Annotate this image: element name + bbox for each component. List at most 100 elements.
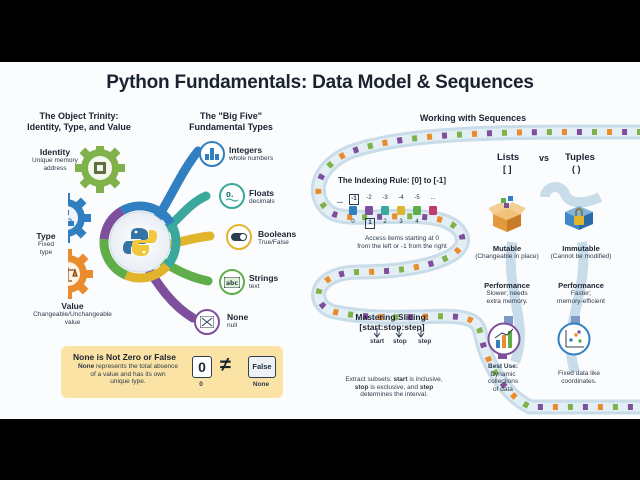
best-use-label: Best Use: xyxy=(488,363,518,370)
trinity-heading: The Object Trinity: Identity, Type, and … xyxy=(20,111,138,133)
zero-caption: 0 xyxy=(199,381,203,388)
immutable-label: Immutable xyxy=(562,244,600,253)
big-five-heading-line1: The "Big Five" xyxy=(199,111,263,121)
value-desc-line1: Changeable/Unchangeable xyxy=(33,311,112,318)
pos-index-0: 0 xyxy=(351,219,355,225)
value-desc-line2: value xyxy=(64,318,81,326)
tuples-best-use: Fixed data like coordinates. xyxy=(549,370,609,385)
page-title: Python Fundamentals: Data Model & Sequen… xyxy=(106,72,534,93)
integers-icon xyxy=(199,141,225,167)
pos-index-4: 4 xyxy=(415,219,419,225)
type-gear-icon xyxy=(68,193,91,243)
trinity-gears-and-python-hub xyxy=(68,146,215,323)
best-use-line3: of data xyxy=(493,385,513,393)
none-desc: null xyxy=(227,322,238,329)
lists-performance-label: Performance xyxy=(484,281,530,290)
identity-desc-line1: Unique memory xyxy=(32,157,78,164)
mutable-label: Mutable xyxy=(492,244,522,253)
zero-box: 0 xyxy=(192,356,212,378)
false-box: False xyxy=(248,356,276,378)
indexing-desc-line2: from the left or -1 from the right xyxy=(357,242,447,250)
type-label: Type xyxy=(36,231,56,241)
slicing-title: Mastering Slicing: [start:stop:step] xyxy=(346,312,438,332)
value-gear-icon xyxy=(68,249,93,299)
pos-index-1: 1 xyxy=(365,218,375,229)
booleans-desc: True/False xyxy=(258,239,289,246)
identity-label: Identity xyxy=(39,147,71,157)
indexing-ellipsis: ... xyxy=(337,198,343,205)
note-body: None represents the total absence of a v… xyxy=(69,363,187,386)
trinity-heading-line2: Identity, Type, and Value xyxy=(27,122,131,132)
not-equal-sign: ≠ xyxy=(220,354,231,376)
tuples-perf-line1: Faster; xyxy=(570,290,592,297)
note-title: None is Not Zero or False xyxy=(73,352,176,362)
tuples-perf-line2: memory-efficient xyxy=(557,297,605,305)
mutable-desc: (Changeable in place) xyxy=(475,253,539,260)
lists-heading: Lists xyxy=(497,152,520,163)
slicing-desc-2b: is exclusive, and xyxy=(368,383,420,391)
note-body-line2: of a value and has its own xyxy=(90,370,166,378)
floats-label: Floats xyxy=(249,188,275,198)
type-desc-line2: type xyxy=(39,248,53,256)
lists-perf-line2: extra memory. xyxy=(486,297,528,305)
slice-stop-label: stop xyxy=(393,338,407,345)
infographic-canvas: Python Fundamentals: Data Model & Sequen… xyxy=(0,62,640,419)
seq-item xyxy=(413,206,421,215)
slicing-desc-2a: stop xyxy=(354,383,369,391)
identity-desc-line2: address xyxy=(43,164,67,172)
value-desc: Changeable/Unchangeable value xyxy=(20,311,125,326)
note-body-line3: unique type. xyxy=(110,378,146,385)
neg-index-3: -3 xyxy=(382,195,388,201)
indexing-desc: Access items starting at 0 from the left… xyxy=(342,235,462,250)
indexing-title: The Indexing Rule: [0] to [-1] xyxy=(338,176,446,185)
note-body-line1: represents the total absence xyxy=(94,363,179,370)
strings-label: Strings xyxy=(249,273,279,283)
python-logo-icon xyxy=(123,228,157,256)
slicing-desc-1c: is inclusive, xyxy=(407,376,443,383)
coordinates-graph-icon xyxy=(557,322,591,356)
open-box-icon xyxy=(489,196,525,232)
pos-index-3: 3 xyxy=(399,219,403,225)
immutable-desc: (Cannot be modified) xyxy=(550,253,612,260)
sequence-path-graphic xyxy=(310,124,640,415)
type-desc-line1: Fixed xyxy=(38,241,54,248)
slice-step-label: step xyxy=(418,338,432,345)
tuples-performance-desc: Faster; memory-efficient xyxy=(546,290,616,305)
lists-symbol: [ ] xyxy=(503,164,512,174)
seq-item xyxy=(381,206,389,215)
tuples-symbol: ( ) xyxy=(572,164,581,174)
neg-index-2: -2 xyxy=(366,195,372,201)
floats-icon: 0. xyxy=(219,183,245,209)
tuple-use-line2: coordinates. xyxy=(561,377,597,385)
seq-item xyxy=(365,206,373,215)
lists-best-use: Best Use: Dynamic collections of data xyxy=(475,363,531,393)
slicing-title-line2: [start:stop:step] xyxy=(359,322,425,332)
neg-index-1: -1 xyxy=(349,194,359,205)
none-note-card: None is Not Zero or False None represent… xyxy=(61,346,283,398)
none-label: None xyxy=(227,312,249,322)
seq-item xyxy=(349,206,357,215)
tuples-performance-label: Performance xyxy=(558,281,604,290)
big-five-heading-line2: Fundamental Types xyxy=(189,122,273,132)
booleans-label: Booleans xyxy=(258,229,297,239)
identity-desc: Unique memory address xyxy=(20,157,90,172)
booleans-icon xyxy=(226,224,252,250)
slicing-desc-1b: start xyxy=(393,376,408,383)
tuple-use-line1: Fixed data like xyxy=(558,370,600,377)
slice-arrows xyxy=(369,326,439,340)
trinity-heading-line1: The Object Trinity: xyxy=(39,111,119,121)
none-caption: None xyxy=(252,381,270,388)
neg-index-more: ... xyxy=(430,195,436,201)
slice-start-label: start xyxy=(370,338,385,345)
pos-index-2: 2 xyxy=(383,219,387,225)
bar-chart-icon xyxy=(487,322,521,356)
tuples-heading: Tuples xyxy=(565,152,595,163)
index-strip: -1 -2 -3 -4 -5 ... 0 1 2 3 4 xyxy=(349,194,449,230)
best-use-line1: Dynamic xyxy=(490,370,516,378)
slicing-desc: Extract subsets: start is inclusive, sto… xyxy=(336,376,452,399)
type-desc: Fixed type xyxy=(26,241,66,256)
svg-text:0.: 0. xyxy=(226,191,234,199)
strings-icon: abc xyxy=(219,269,245,295)
vs-label: vs xyxy=(539,153,550,163)
slicing-title-line1: Mastering Slicing: xyxy=(355,312,429,322)
